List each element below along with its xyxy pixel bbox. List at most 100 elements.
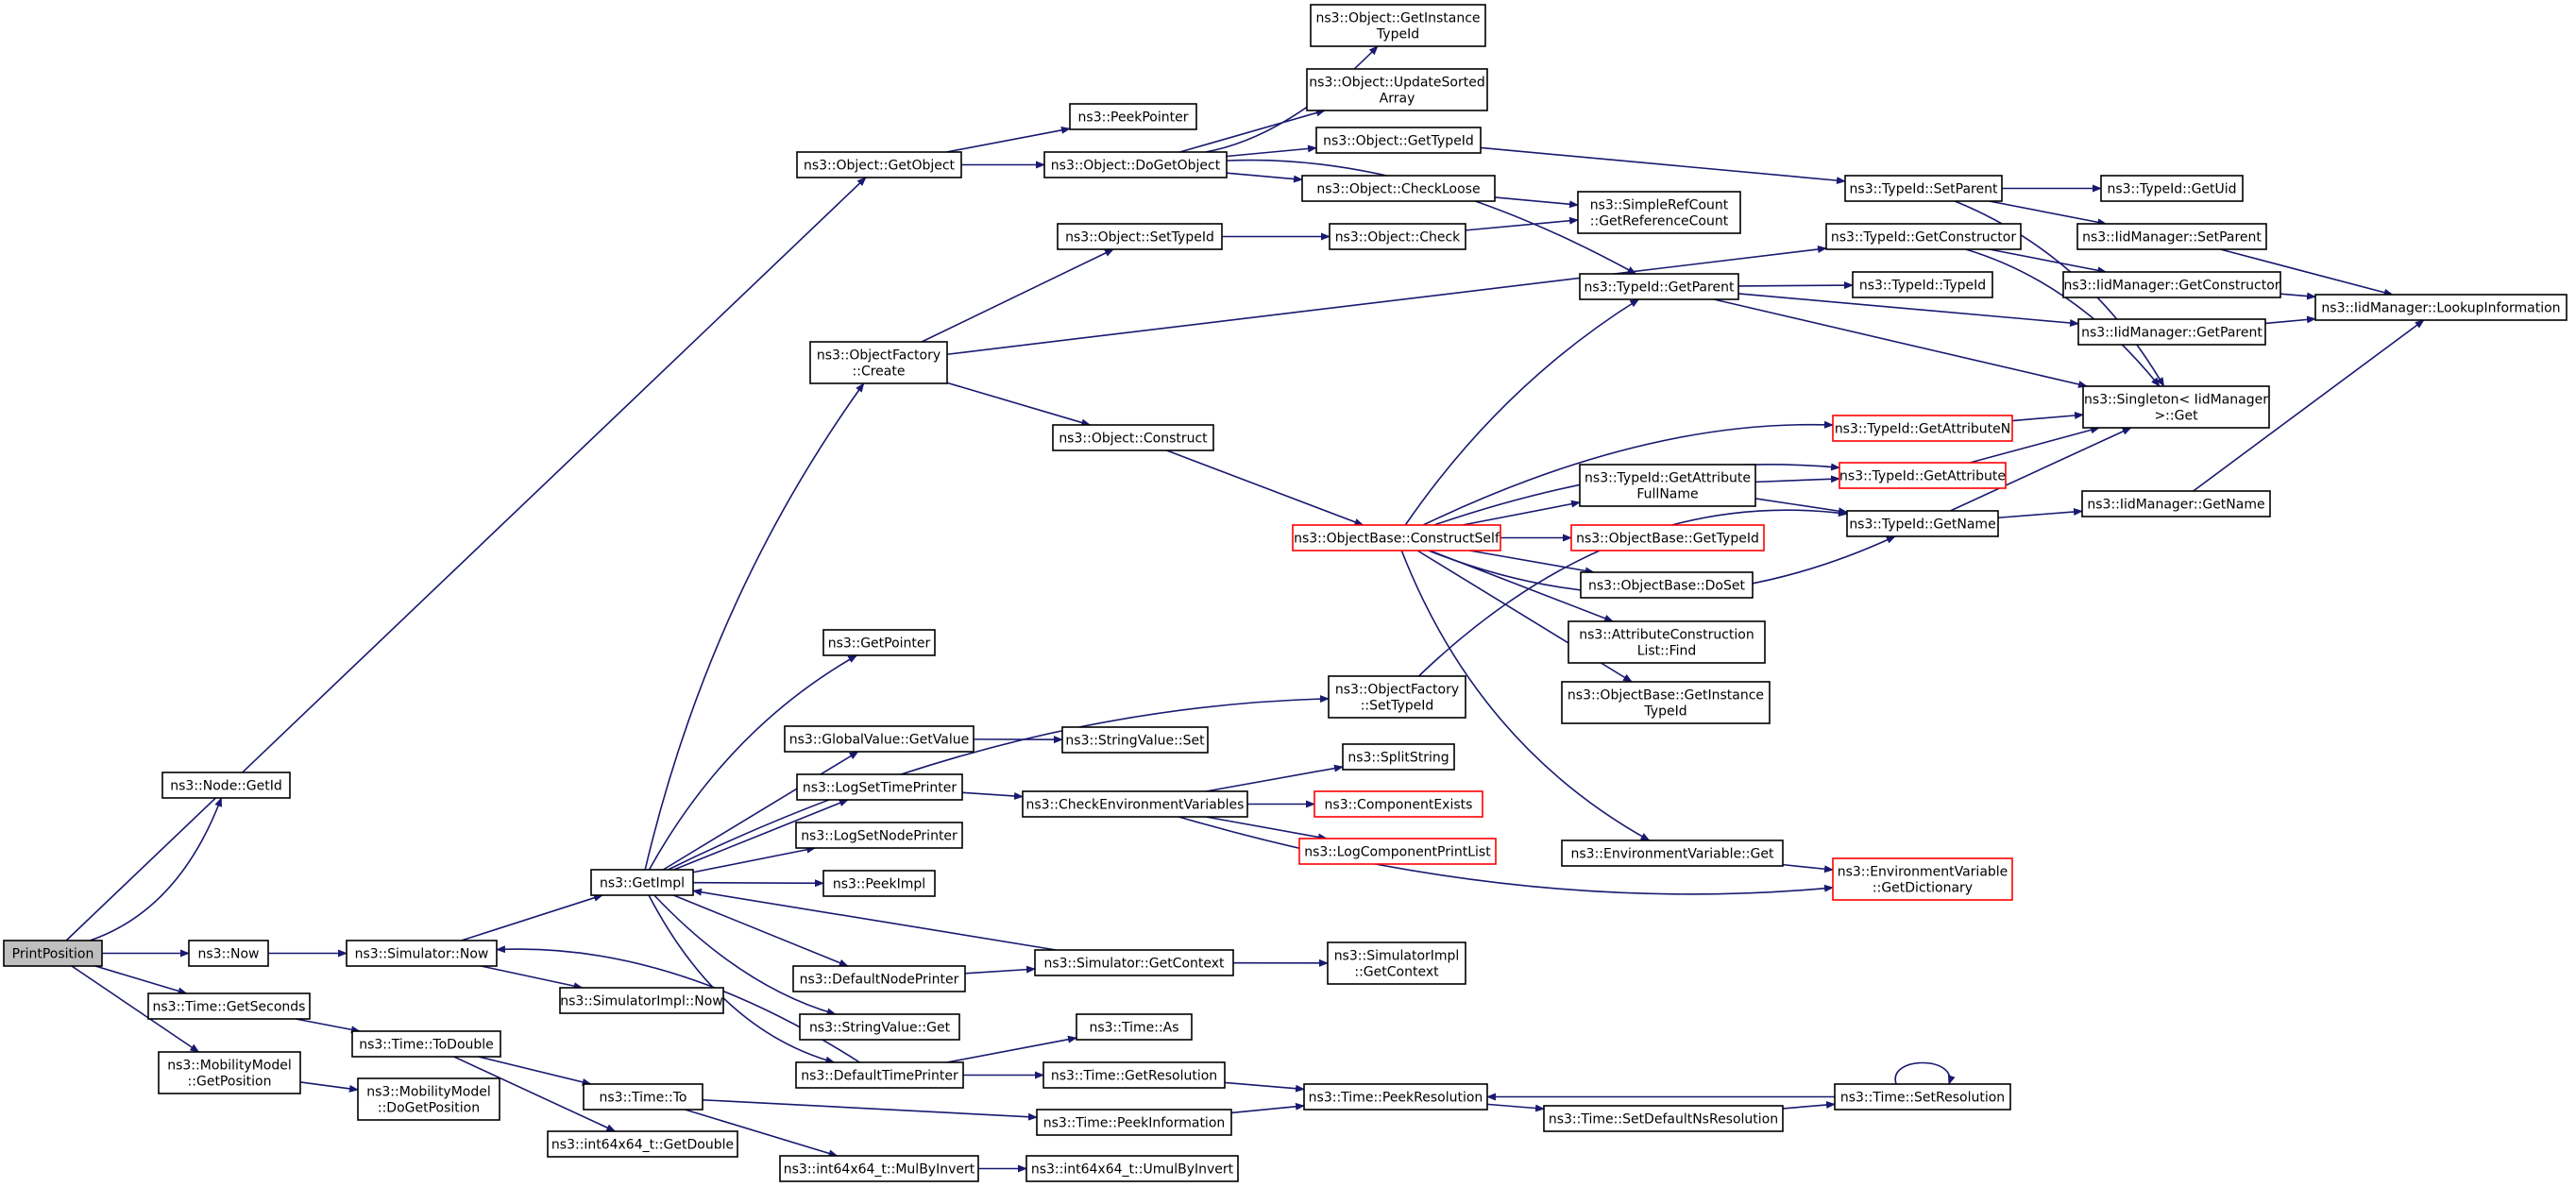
node-PeekPointer[interactable]: ns3::PeekPointer [1069, 103, 1197, 130]
node-label: ns3::int64x64_t::MulByInvert [784, 1162, 975, 1178]
node-IidMgrGetParent[interactable]: ns3::IidManager::GetParent [2077, 318, 2266, 346]
node-label: ns3::SimulatorImpl::Now [560, 994, 723, 1009]
node-EnvVarGet[interactable]: ns3::EnvironmentVariable::Get [1561, 839, 1784, 867]
edge-PrintPosition-to-MobilityGetPos [71, 965, 200, 1053]
edge-PrintPosition-to-NodeGetId [89, 797, 223, 941]
node-PeekImpl[interactable]: ns3::PeekImpl [822, 870, 936, 897]
edge-ObjectDoGetObject-to-ObjCheckLoose [1226, 172, 1303, 183]
node-box [147, 992, 311, 1020]
node-ObjCheck[interactable]: ns3::Object::Check [1329, 223, 1466, 250]
node-label: ns3::Object::CheckLoose [1316, 182, 1480, 197]
node-ObjSetTypeId[interactable]: ns3::Object::SetTypeId [1057, 223, 1223, 250]
node-TypeIdGetAttribute[interactable]: ns3::TypeId::GetAttribute [1839, 462, 2007, 489]
node-box [1069, 103, 1197, 130]
node-GetImpl[interactable]: ns3::GetImpl [590, 869, 694, 896]
node-label: ns3::Time::PeekResolution [1309, 1091, 1483, 1106]
node-ComponentExists[interactable]: ns3::ComponentExists [1313, 790, 1483, 818]
node-DefaultTimePrinter[interactable]: ns3::DefaultTimePrinter [795, 1061, 964, 1089]
node-ObjectGetObject[interactable]: ns3::Object::GetObject [796, 151, 962, 178]
node-ObjBaseGetTypeId[interactable]: ns3::ObjectBase::GetTypeId [1570, 524, 1765, 551]
node-box [1025, 1155, 1239, 1182]
node-box [1043, 151, 1228, 178]
node-Now[interactable]: ns3::Now [188, 940, 269, 967]
edge-TypeIdGetAttributeN-to-SingletonGet [2011, 412, 2084, 422]
node-label: ns3::Time::GetResolution [1051, 1069, 1217, 1084]
node-TypeIdGetParent[interactable]: ns3::TypeId::GetParent [1579, 273, 1739, 300]
node-ObjFactorySetTypeId[interactable]: ns3::ObjectFactory::SetTypeId [1328, 675, 1466, 719]
node-IidMgrGetConstructor[interactable]: ns3::IidManager::GetConstructor [2062, 271, 2281, 298]
edge-GetImpl-to-LogSetNodePrinter [692, 845, 817, 873]
node-IidMgrGetName[interactable]: ns3::IidManager::GetName [2081, 490, 2271, 517]
node-TypeIdGetConstructor[interactable]: ns3::TypeId::GetConstructor [1825, 223, 2022, 250]
node-DefaultNodePrinter[interactable]: ns3::DefaultNodePrinter [792, 965, 966, 992]
node-EnvVarGetDictionary[interactable]: ns3::EnvironmentVariable::GetDictionary [1832, 857, 2013, 901]
node-box [2082, 385, 2270, 429]
edge-SimulatorNow-to-GetImpl [461, 893, 603, 941]
node-CheckEnvVars[interactable]: ns3::CheckEnvironmentVariables [1022, 790, 1248, 818]
node-TimeToDouble[interactable]: ns3::Time::ToDouble [351, 1030, 501, 1058]
node-ObjectDoGetObject[interactable]: ns3::Object::DoGetObject [1043, 151, 1228, 178]
node-SimpleRefCount[interactable]: ns3::SimpleRefCount::GetReferenceCount [1577, 191, 1741, 234]
node-TimeSetDefaultNsRes[interactable]: ns3::Time::SetDefaultNsResolution [1543, 1105, 1784, 1132]
node-Int64GetDouble[interactable]: ns3::int64x64_t::GetDouble [547, 1130, 738, 1158]
node-TypeIdTypeId[interactable]: ns3::TypeId::TypeId [1852, 271, 1993, 298]
node-SingletonGet[interactable]: ns3::Singleton< IidManager>::Get [2082, 385, 2270, 429]
node-LogSetTimePrinter[interactable]: ns3::LogSetTimePrinter [796, 773, 963, 801]
node-box [3, 940, 103, 967]
node-SimGetContext[interactable]: ns3::Simulator::GetContext [1034, 949, 1234, 976]
node-TimePeekInformation[interactable]: ns3::Time::PeekInformation [1036, 1109, 1232, 1136]
node-TypeIdGetName[interactable]: ns3::TypeId::GetName [1846, 510, 1999, 537]
node-IidMgrSetParent[interactable]: ns3::IidManager::SetParent [2076, 223, 2267, 250]
node-Int64MulByInvert[interactable]: ns3::int64x64_t::MulByInvert [779, 1155, 979, 1182]
node-TimeTo[interactable]: ns3::Time::To [583, 1083, 703, 1111]
node-label: ns3::SimpleRefCount [1590, 198, 1729, 213]
node-box [1832, 857, 2013, 901]
node-box [1579, 464, 1756, 507]
node-box [1315, 127, 1482, 154]
node-LogSetNodePrinter[interactable]: ns3::LogSetNodePrinter [795, 822, 963, 849]
edge-TypeIdGetConstructor-to-IidMgrGetConstructor [1989, 248, 2108, 275]
node-TimeGetSeconds[interactable]: ns3::Time::GetSeconds [147, 992, 311, 1020]
node-ObjBaseDoSet[interactable]: ns3::ObjectBase::DoSet [1580, 571, 1754, 599]
node-ObjConstruct[interactable]: ns3::Object::Construct [1052, 424, 1214, 451]
node-TimePeekResolution[interactable]: ns3::Time::PeekResolution [1303, 1083, 1488, 1111]
node-TimeGetResolution[interactable]: ns3::Time::GetResolution [1042, 1061, 1226, 1089]
node-TypeIdGetAttributeN[interactable]: ns3::TypeId::GetAttributeN [1832, 415, 2013, 442]
node-IidMgrLookupInfo[interactable]: ns3::IidManager::LookupInformation [2314, 294, 2568, 321]
edge-ObjectDoGetObject-to-ObjGetTypeId [1226, 144, 1317, 158]
node-box [1303, 1083, 1488, 1111]
node-GlobalValueGetValue[interactable]: ns3::GlobalValue::GetValue [784, 725, 974, 753]
node-SimulatorNow[interactable]: ns3::Simulator::Now [346, 940, 498, 967]
node-box [583, 1083, 703, 1111]
node-Int64UmulByInvert[interactable]: ns3::int64x64_t::UmulByInvert [1025, 1155, 1239, 1182]
node-PrintPosition[interactable]: PrintPosition [3, 940, 103, 967]
node-label: ns3::MobilityModel [366, 1085, 491, 1100]
node-SplitString[interactable]: ns3::SplitString [1342, 743, 1455, 771]
node-StringValueSet[interactable]: ns3::StringValue::Set [1061, 726, 1209, 754]
node-box [357, 1077, 500, 1121]
node-NodeGetId[interactable]: ns3::Node::GetId [161, 772, 291, 799]
node-box [559, 987, 724, 1014]
node-ObjectFactoryCreate[interactable]: ns3::ObjectFactory::Create [809, 341, 948, 384]
edge-SimGetContext-to-GetImpl [692, 888, 1057, 951]
edge-TypeIdGetParent-to-TypeIdTypeId [1737, 281, 1854, 290]
node-SimImplGetContext[interactable]: ns3::SimulatorImpl::GetContext [1327, 941, 1466, 985]
node-StringValueGet[interactable]: ns3::StringValue::Get [799, 1013, 960, 1041]
node-TimeAs[interactable]: ns3::Time::As [1076, 1013, 1193, 1041]
node-ObjGetTypeId[interactable]: ns3::Object::GetTypeId [1315, 127, 1482, 154]
node-TimeSetResolution[interactable]: ns3::Time::SetResolution [1834, 1083, 2011, 1111]
node-SimImplNow[interactable]: ns3::SimulatorImpl::Now [559, 987, 724, 1014]
node-TypeIdGetUid[interactable]: ns3::TypeId::GetUid [2100, 175, 2244, 202]
node-TypeIdSetParent[interactable]: ns3::TypeId::SetParent [1844, 175, 2003, 202]
node-MobilityDoGetPos[interactable]: ns3::MobilityModel::DoGetPosition [357, 1077, 500, 1121]
node-ObjCheckLoose[interactable]: ns3::Object::CheckLoose [1301, 175, 1496, 202]
node-LogComponentPrintList[interactable]: ns3::LogComponentPrintList [1298, 838, 1497, 865]
node-MobilityGetPos[interactable]: ns3::MobilityModel::GetPosition [158, 1051, 301, 1094]
node-ObjBaseConstructSelf[interactable]: ns3::ObjectBase::ConstructSelf [1292, 524, 1501, 551]
node-GetPointer[interactable]: ns3::GetPointer [822, 629, 936, 656]
